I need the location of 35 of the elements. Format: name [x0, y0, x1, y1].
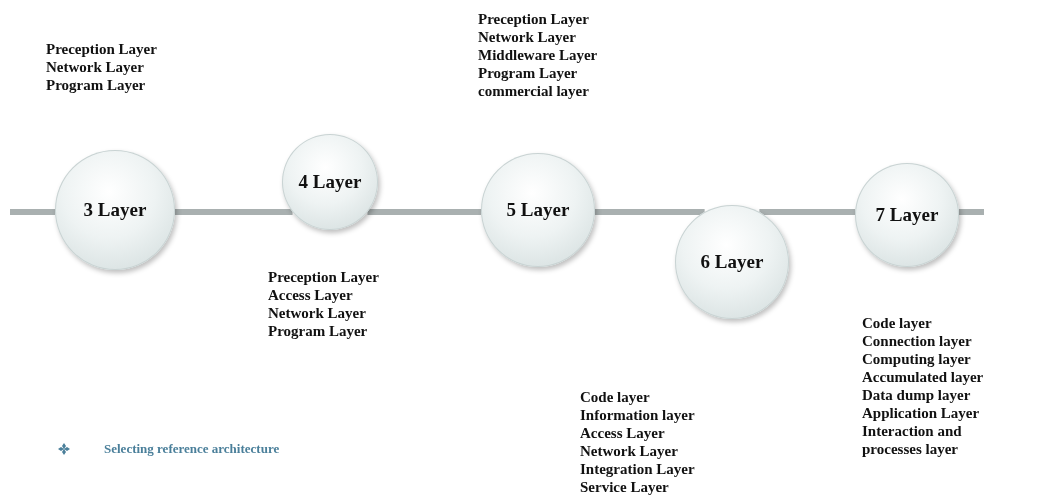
- layer-name: Access Layer: [268, 286, 354, 304]
- layer-name: Interaction and processes layer: [862, 422, 963, 458]
- circle-label: 3 Layer: [83, 199, 147, 221]
- connector-line: [367, 209, 482, 215]
- bullet-text: Selecting reference architecture: [104, 441, 280, 457]
- layer-name: Data dump layer: [862, 386, 972, 404]
- layer-name: Code layer: [862, 314, 933, 332]
- layer-name: Network Layer: [478, 28, 577, 46]
- circle-label: 4 Layer: [298, 171, 362, 193]
- layer-name: commercial layer: [478, 82, 590, 100]
- layer-name: Preception Layer: [268, 268, 379, 286]
- layer-name: Middleware Layer: [478, 46, 598, 64]
- layer-name: Integration Layer: [580, 460, 695, 478]
- connector-line: [594, 209, 705, 215]
- circle-label: 6 Layer: [700, 251, 764, 273]
- layer-name: Program Layer: [268, 322, 369, 340]
- layer-name: Accumulated layer: [862, 368, 985, 386]
- layer-name: Application Layer: [862, 404, 981, 422]
- circle-label: 5 Layer: [506, 199, 570, 221]
- layer-name: Code layer: [580, 388, 651, 406]
- connector-line: [174, 209, 293, 215]
- circle-label: 7 Layer: [875, 204, 939, 226]
- connector-line: [759, 209, 856, 215]
- layer-name: Connection layer: [862, 332, 973, 350]
- layer-name: Network Layer: [46, 58, 145, 76]
- layer-name: Service Layer: [580, 478, 670, 496]
- layer-name: Program Layer: [46, 76, 147, 94]
- layer-name: Network Layer: [580, 442, 679, 460]
- layer-name: Preception Layer: [478, 10, 590, 28]
- layer-name: Access Layer: [580, 424, 666, 442]
- layer-name: Network Layer: [268, 304, 367, 322]
- layer-name: Program Layer: [478, 64, 579, 82]
- layer-name: Information layer: [580, 406, 695, 424]
- layer-name: Preception Layer: [46, 40, 157, 58]
- layer-name: Computing layer: [862, 350, 972, 368]
